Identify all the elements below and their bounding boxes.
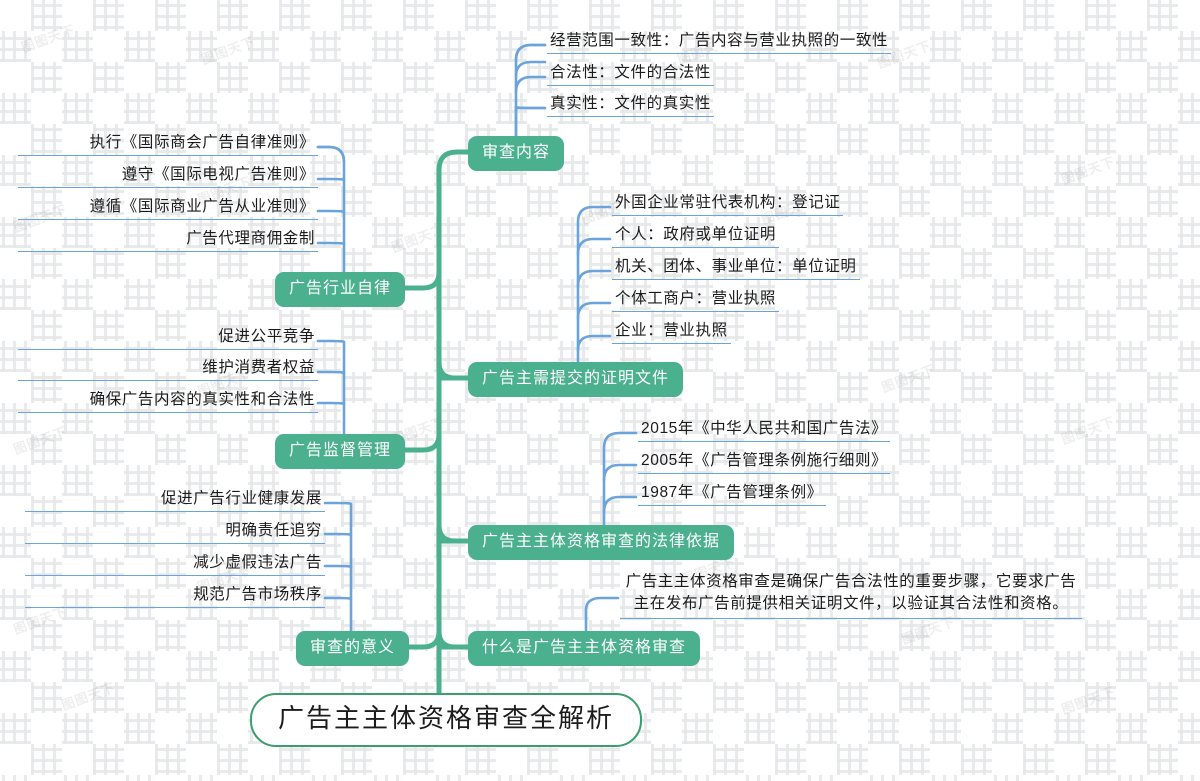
watermark: 图图天下 [11,423,70,458]
leaf-item[interactable]: 遵循《国际商业广告从业准则》 [18,197,318,221]
leaf-item[interactable]: 外国企业常驻代表机构：登记证 [612,193,844,217]
leaf-item[interactable]: 确保广告内容的真实性和合法性 [18,390,318,414]
branch-label: 审查内容 [482,144,551,161]
watermark: 图图天下 [19,21,78,56]
leaf-item[interactable]: 个人：政府或单位证明 [612,225,780,249]
root-node[interactable]: 广告主主体资格审查全解析 [250,693,643,747]
branch-label: 广告主需提交的证明文件 [482,370,670,387]
watermark: 图图天下 [1059,153,1118,188]
leaf-item[interactable]: 个体工商户：营业执照 [612,289,780,313]
leaf-item[interactable]: 减少虚假违法广告 [25,553,325,577]
leaf-item[interactable]: 机关、团体、事业单位：单位证明 [612,257,860,281]
branch-node-falv-yiju[interactable]: 广告主主体资格审查的法律依据 [468,525,735,561]
branch-node-shencha-neirong[interactable]: 审查内容 [468,136,565,172]
leaf-item[interactable]: 促进广告行业健康发展 [25,489,325,513]
branch-node-shenme-shi[interactable]: 什么是广告主主体资格审查 [468,631,701,667]
watermark: 图图天下 [879,361,938,396]
branch-label: 什么是广告主主体资格审查 [482,639,687,656]
leaf-item[interactable]: 规范广告市场秩序 [25,585,325,609]
watermark: 图图天下 [199,33,258,68]
branch-label: 审查的意义 [310,639,396,656]
leaf-item[interactable]: 2015年《中华人民共和国广告法》 [638,419,891,443]
watermark: 图图天下 [389,221,448,256]
branch-label: 广告行业自律 [289,280,392,297]
leaf-item[interactable]: 维护消费者权益 [18,358,318,382]
leaf-item[interactable]: 遵守《国际电视广告准则》 [18,165,318,189]
leaf-item[interactable]: 执行《国际商会广告自律准则》 [18,133,318,157]
leaf-item[interactable]: 1987年《广告管理条例》 [638,483,826,507]
leaf-item[interactable]: 促进公平竞争 [18,327,318,351]
leaf-item[interactable]: 企业：营业执照 [612,321,731,345]
branch-node-shencha-yiyi[interactable]: 审查的意义 [296,631,410,667]
branch-node-zhengming-wenjian[interactable]: 广告主需提交的证明文件 [468,362,684,398]
leaf-item[interactable]: 合法性：文件的合法性 [547,63,715,87]
branch-node-hangye-zilv[interactable]: 广告行业自律 [275,272,406,308]
watermark: 图图天下 [59,679,118,714]
leaf-item-summary[interactable]: 广告主主体资格审查是确保广告合法性的重要步骤，它要求广告主在发布广告前提供相关证… [620,571,1082,619]
root-node-label: 广告主主体资格审查全解析 [278,703,615,733]
watermark: 图图天下 [1059,413,1118,448]
leaf-item[interactable]: 经营范围一致性：广告内容与营业执照的一致性 [547,31,892,55]
watermark: 图图天下 [1059,683,1118,718]
leaf-item[interactable]: 2005年《广告管理条例施行细则》 [638,451,891,475]
branch-label: 广告主主体资格审查的法律依据 [482,533,721,550]
branch-node-jiandu-guanli[interactable]: 广告监督管理 [275,434,406,470]
branch-label: 广告监督管理 [289,442,392,459]
leaf-item[interactable]: 真实性：文件的真实性 [547,94,715,118]
leaf-item[interactable]: 明确责任追穷 [25,521,325,545]
leaf-item[interactable]: 广告代理商佣金制 [18,229,318,253]
